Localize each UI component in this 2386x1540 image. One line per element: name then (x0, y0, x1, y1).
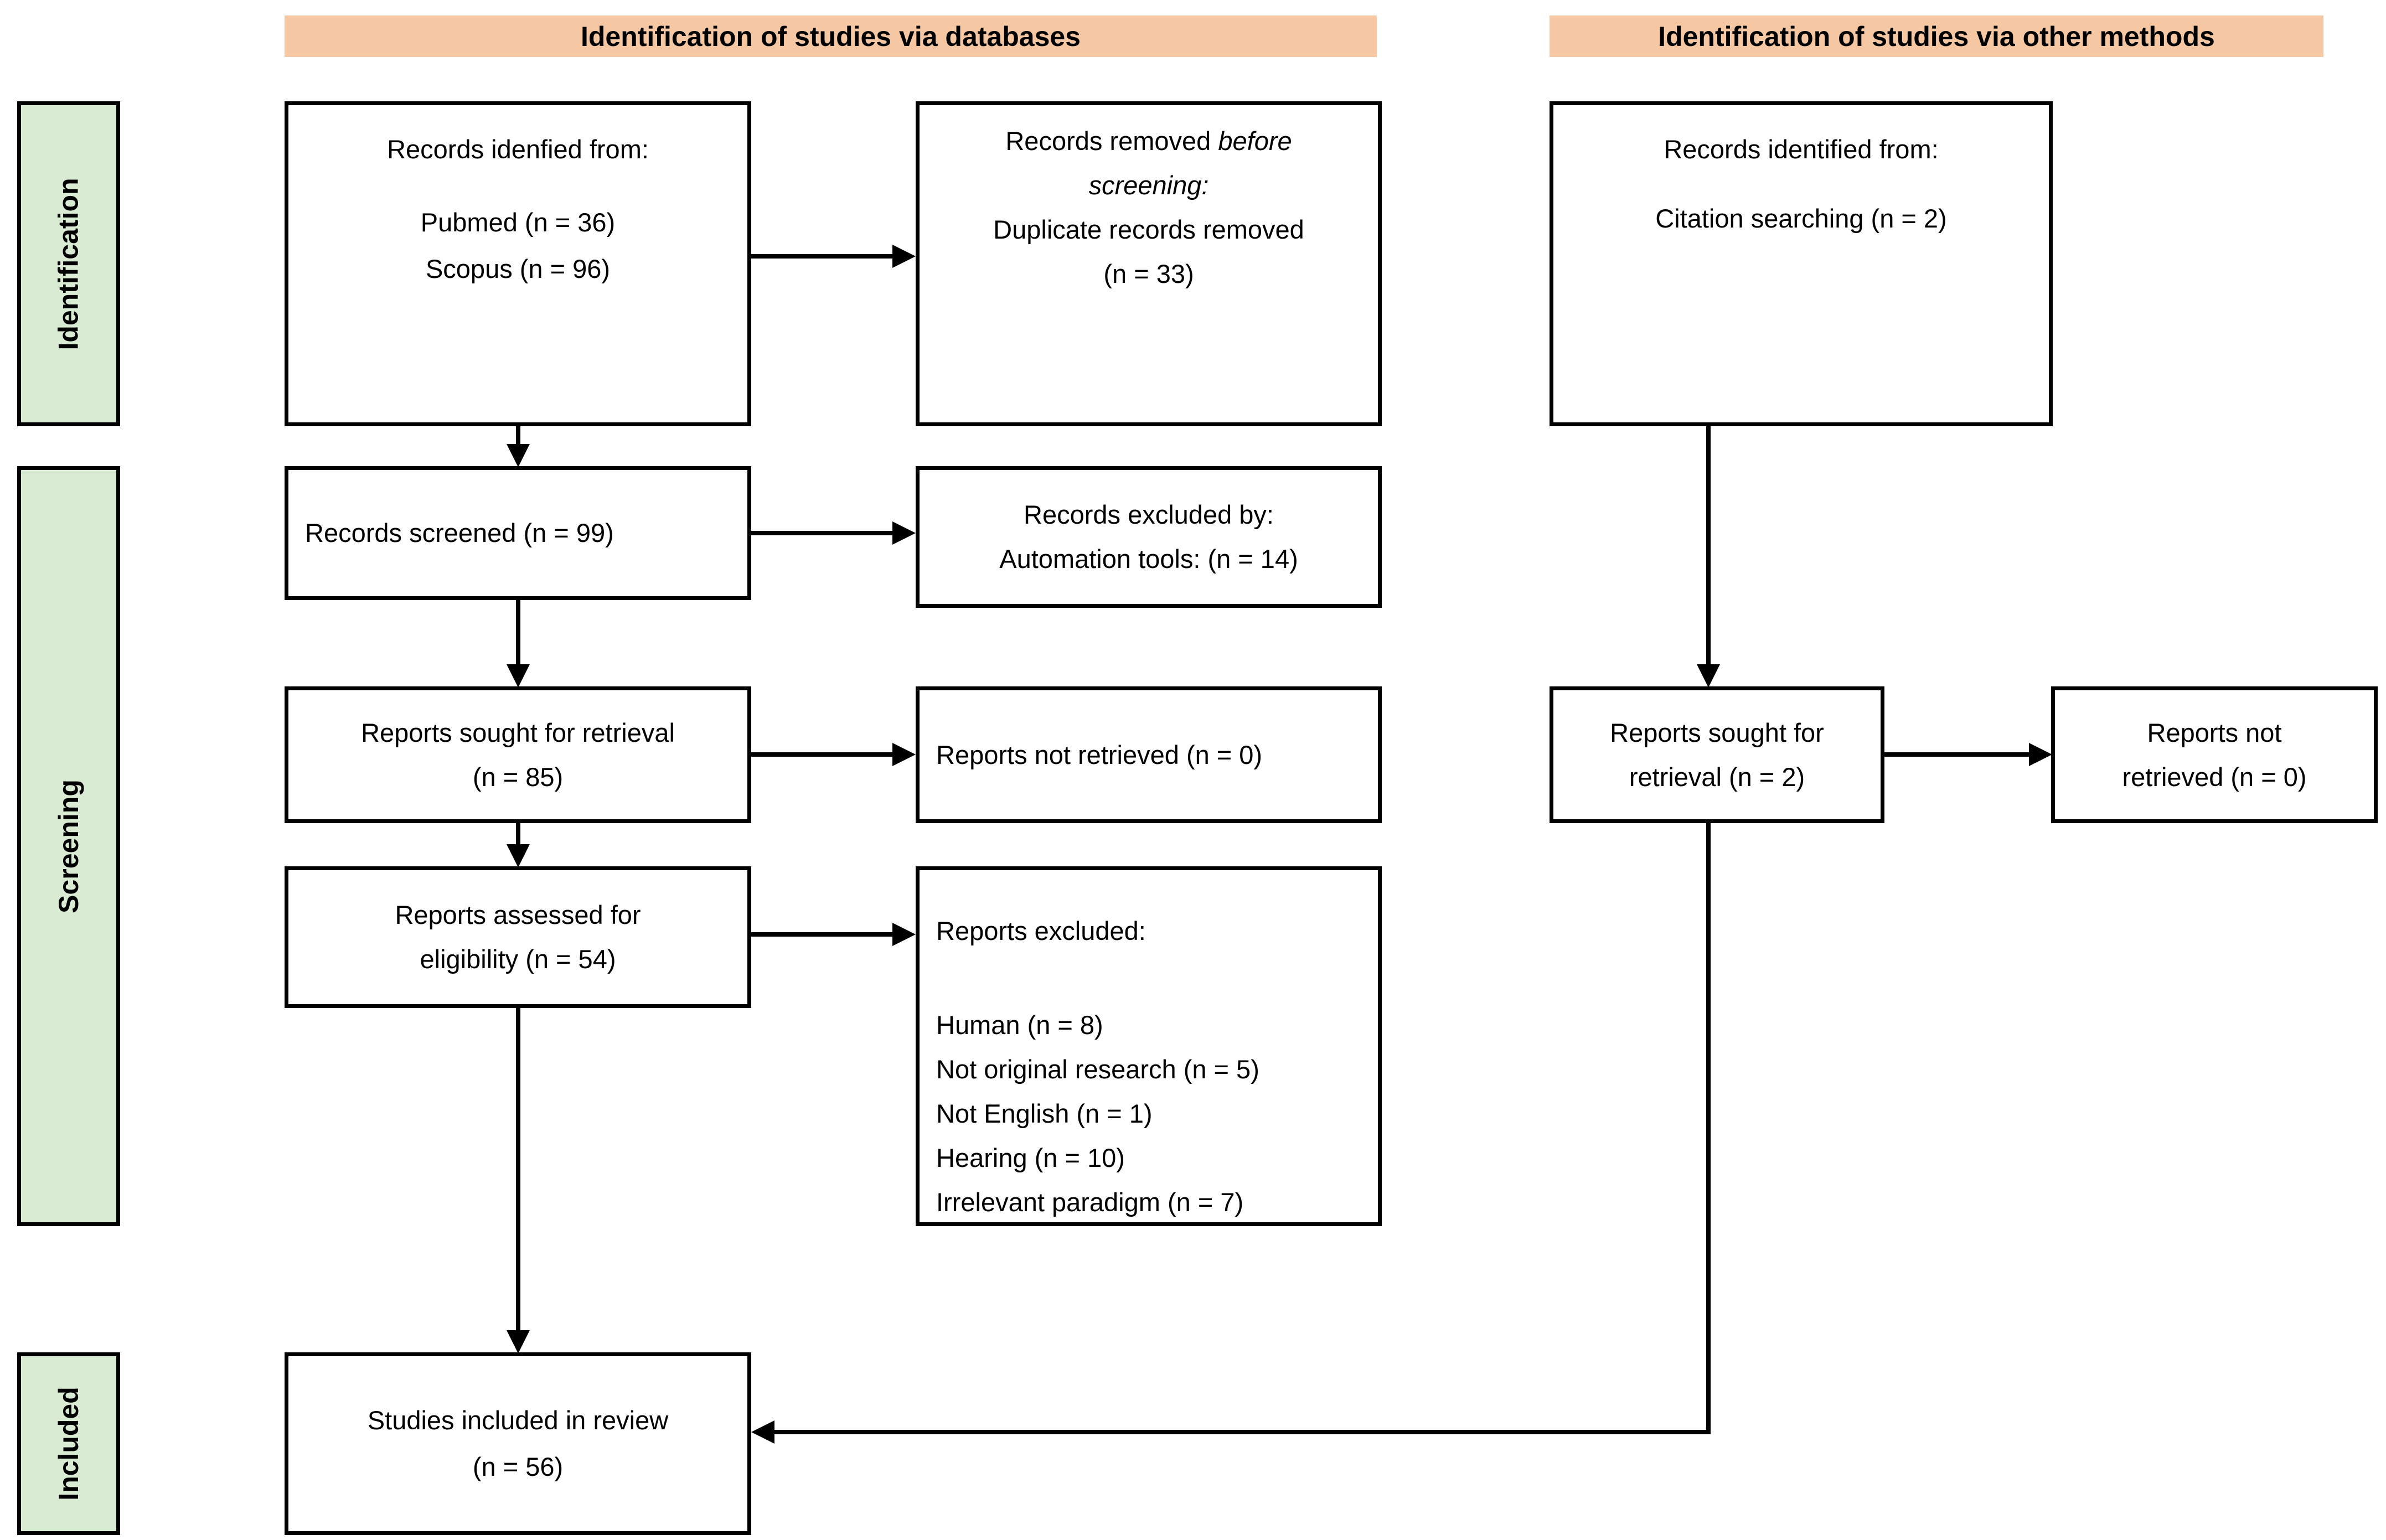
arrowhead-right-icon (892, 923, 916, 946)
automation-tools-line: Automation tools: (n = 14) (999, 544, 1298, 573)
arrow-screened-to-excluded (751, 531, 892, 535)
stage-screening-label: Screening (53, 779, 84, 913)
records-screened-line: Records screened (n = 99) (305, 518, 614, 547)
arrowhead-down-icon (507, 1330, 530, 1353)
arrowhead-left-icon (751, 1420, 774, 1444)
exclusion-reason: Not original research (n = 5) (936, 1055, 1259, 1084)
arrowhead-down-icon (1697, 664, 1720, 688)
title-part-italic: before (1218, 126, 1292, 156)
stage-identification-label: Identification (53, 177, 85, 350)
arrow-sought-to-not-retrieved (751, 752, 892, 757)
studies-included-line2: (n = 56) (472, 1452, 564, 1481)
stage-identification: Identification (17, 101, 120, 426)
arrowhead-right-icon (892, 245, 916, 268)
reports-sought-other-line2: retrieval (n = 2) (1629, 762, 1805, 792)
reports-sought-line1: Reports sought for retrieval (361, 717, 675, 747)
reports-not-retrieved-other-line1: Reports not (2147, 717, 2282, 747)
stage-screening: Screening (17, 466, 120, 1226)
arrow-screened-down (516, 600, 520, 666)
arrow-identified-down (516, 426, 520, 446)
reports-not-retrieved-line: Reports not retrieved (n = 0) (936, 740, 1263, 769)
spacer (1553, 169, 2049, 199)
arrowhead-right-icon (2029, 743, 2052, 766)
arrowhead-right-icon (892, 521, 916, 545)
arrow-assessed-to-included (516, 1008, 520, 1332)
box-reports-sought-databases: Reports sought for retrieval (n = 85) (285, 686, 751, 823)
box-studies-included: Studies included in review (n = 56) (285, 1352, 751, 1535)
arrowhead-right-icon (892, 743, 916, 766)
stage-included: Included (17, 1352, 120, 1535)
box-reports-sought-other: Reports sought for retrieval (n = 2) (1550, 686, 1884, 823)
exclusion-reason: Hearing (n = 10) (936, 1143, 1125, 1172)
arrow-identified-to-removed (751, 254, 892, 259)
reports-assessed-line2: eligibility (n = 54) (420, 944, 616, 974)
box-reports-not-retrieved-other: Reports not retrieved (n = 0) (2051, 686, 2378, 823)
box-reports-assessed: Reports assessed for eligibility (n = 54… (285, 866, 751, 1008)
arrow-assessed-to-excluded (751, 932, 892, 937)
arrow-sought-other-to-not-retrieved (1884, 752, 2029, 757)
spacer (288, 169, 747, 199)
spacer (936, 953, 1372, 1003)
arrowhead-down-icon (507, 664, 530, 688)
duplicates-removed-count: (n = 33) (1103, 259, 1194, 288)
box-title: Records identified from: (1664, 135, 1939, 164)
excluded-by-title: Records excluded by: (1024, 500, 1274, 529)
source-pubmed: Pubmed (n = 36) (420, 208, 616, 237)
arrow-citation-down (1706, 426, 1711, 666)
reports-sought-line2: (n = 85) (472, 762, 564, 792)
box-title-line1: Records removed before (920, 119, 1378, 163)
exclusion-reason: Irrelevant paradigm (n = 7) (936, 1187, 1244, 1217)
arrowhead-down-icon (507, 444, 530, 467)
duplicates-removed-line: Duplicate records removed (993, 215, 1304, 244)
box-title-line2: screening: (1088, 170, 1209, 200)
exclusion-reason: Not English (n = 1) (936, 1099, 1153, 1128)
source-citation-searching: Citation searching (n = 2) (1655, 204, 1947, 233)
reports-assessed-line1: Reports assessed for (395, 900, 641, 929)
box-title: Records idenfied from: (387, 135, 649, 164)
box-records-removed-before-screening: Records removed before screening: Duplic… (916, 101, 1382, 426)
box-records-screened: Records screened (n = 99) (285, 466, 751, 600)
box-reports-excluded: Reports excluded: Human (n = 8) Not orig… (916, 866, 1382, 1226)
title-part-normal: Records removed (1005, 126, 1218, 156)
connector-other-to-included (774, 1430, 1711, 1434)
box-records-identified-other: Records identified from: Citation search… (1550, 101, 2053, 426)
stage-included-label: Included (53, 1387, 85, 1501)
arrowhead-down-icon (507, 844, 530, 867)
source-scopus: Scopus (n = 96) (425, 254, 611, 283)
arrow-sought-down (516, 823, 520, 846)
connector-sought-other-down (1706, 823, 1711, 1434)
box-records-excluded-by: Records excluded by: Automation tools: (… (916, 466, 1382, 608)
exclusion-reason: Human (n = 8) (936, 1010, 1103, 1040)
header-databases: Identification of studies via databases (285, 15, 1377, 57)
reports-sought-other-line1: Reports sought for (1610, 717, 1824, 747)
reports-not-retrieved-other-line2: retrieved (n = 0) (2122, 762, 2307, 792)
box-reports-not-retrieved-databases: Reports not retrieved (n = 0) (916, 686, 1382, 823)
studies-included-line1: Studies included in review (367, 1405, 669, 1435)
box-records-identified-databases: Records idenfied from: Pubmed (n = 36) S… (285, 101, 751, 426)
reports-excluded-title: Reports excluded: (936, 916, 1146, 945)
header-other-methods: Identification of studies via other meth… (1550, 15, 2323, 57)
